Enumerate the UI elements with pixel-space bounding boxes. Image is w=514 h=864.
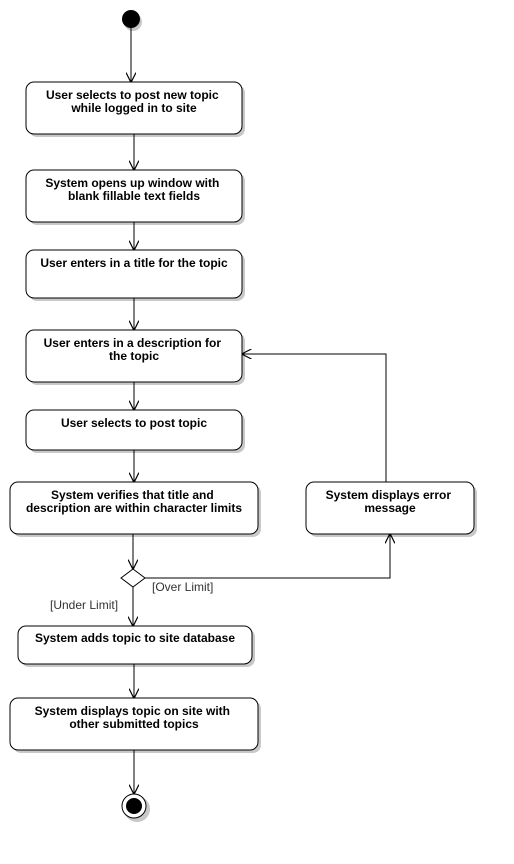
- activity-text-line: User enters in a title for the topic: [40, 256, 228, 270]
- activity-text-line: System displays topic on site with: [35, 704, 230, 718]
- activity-text-line: the topic: [109, 349, 159, 363]
- svg-text:User selects to post new topic: User selects to post new topic while log…: [46, 88, 222, 115]
- svg-text:System displays error me: System displays error message: [326, 488, 455, 515]
- svg-text:System verifies that title and: System verifies that title and descripti…: [26, 488, 242, 515]
- edge-over-limit: [145, 534, 390, 579]
- activity-a3: User enters in a title for the topic: [25, 249, 243, 299]
- final-node: [121, 793, 147, 819]
- activity-text-line: while logged in to site: [70, 101, 197, 115]
- svg-text:User enters in a description f: User enters in a description for the top…: [44, 336, 225, 363]
- decision-node: [120, 568, 146, 588]
- svg-text:User enters in a title for the: User enters in a title for the topic: [40, 256, 228, 270]
- activity-a1: User selects to post new topic while log…: [25, 81, 243, 135]
- activity-text-line: blank fillable text fields: [68, 189, 200, 203]
- activity-a7: System displays error message: [305, 481, 475, 535]
- activity-text-line: User selects to post topic: [61, 416, 207, 430]
- activity-text-line: other submitted topics: [69, 717, 199, 731]
- activity-a8: System adds topic to site database: [17, 625, 253, 665]
- activity-text-line: description are within character limits: [26, 501, 242, 515]
- activity-text-line: System displays error: [326, 488, 452, 502]
- activity-text-line: message: [364, 501, 416, 515]
- svg-text:System opens up window with: System opens up window with blank fillab…: [45, 176, 222, 203]
- edge-error-loop: [242, 354, 387, 482]
- activity-a2: System opens up window with blank fillab…: [25, 169, 243, 223]
- activity-a9: System displays topic on site with other…: [9, 697, 259, 751]
- svg-text:User selects to post topic: User selects to post topic: [61, 416, 207, 430]
- edges: [131, 28, 390, 794]
- svg-text:System adds topic to site data: System adds topic to site database: [35, 631, 235, 645]
- activity-text-line: User enters in a description for: [44, 336, 222, 350]
- activity-text-line: System adds topic to site database: [35, 631, 235, 645]
- initial-node: [122, 10, 140, 28]
- guard-over-limit: [Over Limit]: [152, 580, 213, 594]
- activity-a4: User enters in a description for the top…: [25, 329, 243, 383]
- activity-text-line: System opens up window with: [45, 176, 219, 190]
- activity-text-line: System verifies that title and: [51, 488, 214, 502]
- guard-under-limit: [Under Limit]: [50, 598, 118, 612]
- activity-a5: User selects to post topic: [25, 409, 243, 451]
- activity-a6: System verifies that title and descripti…: [9, 481, 259, 535]
- svg-text:System displays topic on site: System displays topic on site with other…: [35, 704, 234, 731]
- activity-text-line: User selects to post new topic: [46, 88, 219, 102]
